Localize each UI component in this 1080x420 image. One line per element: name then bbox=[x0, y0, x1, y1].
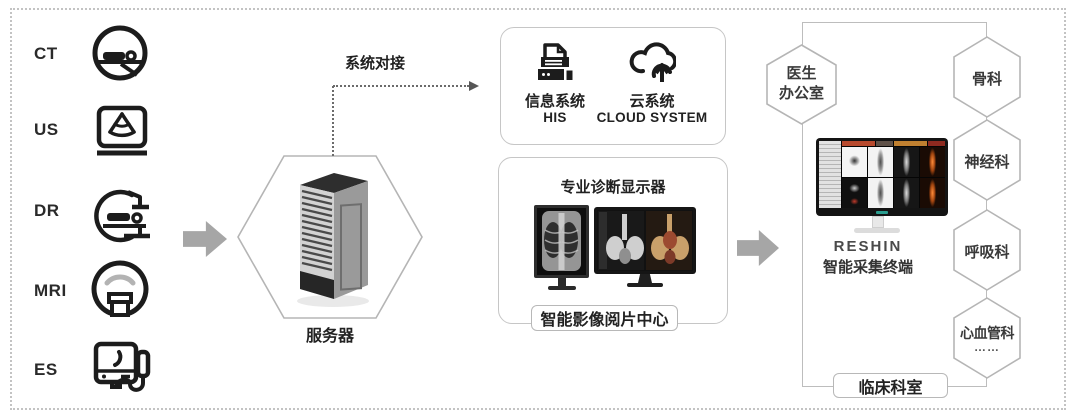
diagnostic-monitor-image bbox=[594, 207, 696, 274]
server-label: 服务器 bbox=[305, 328, 354, 345]
server-rack-image bbox=[297, 173, 369, 307]
display-box-footer-tag: 智能影像阅片中心 bbox=[531, 305, 678, 331]
dept-hexagon-respiratory bbox=[953, 209, 1021, 291]
xray-monitor-stand bbox=[558, 278, 566, 286]
modality-label-mri: MRI bbox=[34, 281, 67, 300]
dept-hexagon-cardiology bbox=[953, 297, 1021, 379]
dept-label-cardiology: 心血管科 bbox=[960, 325, 1015, 341]
reshin-monitor-stand bbox=[872, 216, 884, 228]
dept-more-dots: …… bbox=[974, 340, 1000, 354]
connector-arrowhead-icon bbox=[469, 80, 479, 91]
clinical-footer-tag: 临床科室 bbox=[833, 373, 948, 398]
mri-scanner-icon bbox=[91, 260, 149, 317]
modality-label-us: US bbox=[34, 120, 59, 139]
modality-label-ct: CT bbox=[34, 44, 58, 63]
xray-monitor-image bbox=[534, 205, 589, 278]
dept-label-respiratory: 呼吸科 bbox=[964, 244, 1010, 261]
reshin-screen-thumbnails bbox=[842, 147, 945, 208]
dept-label-neurology: 神经科 bbox=[964, 154, 1010, 171]
xray-monitor-base bbox=[548, 286, 576, 290]
reshin-terminal-label: 智能采集终端 bbox=[822, 259, 913, 276]
ultrasound-icon bbox=[96, 105, 148, 156]
reshin-screen bbox=[819, 141, 945, 208]
outer-dashed-frame bbox=[10, 8, 1066, 410]
reshin-screen-sidebar bbox=[819, 141, 841, 208]
systems-box bbox=[500, 27, 726, 145]
dept-hexagon-neurology bbox=[953, 119, 1021, 201]
his-printer-icon bbox=[538, 43, 573, 80]
cloud-name: 云系统 bbox=[629, 93, 675, 110]
modality-label-dr: DR bbox=[34, 201, 60, 220]
his-sub: HIS bbox=[543, 110, 567, 125]
display-box-title: 专业诊断显示器 bbox=[560, 179, 666, 196]
dept-label-orthopedics: 骨科 bbox=[971, 71, 1002, 88]
dr-carm-icon bbox=[94, 189, 150, 243]
doctor-office-hexagon bbox=[766, 44, 837, 125]
cloud-sub: CLOUD SYSTEM bbox=[596, 110, 708, 125]
connector-vertical-line bbox=[332, 86, 334, 156]
modality-label-es: ES bbox=[34, 360, 58, 379]
reshin-monitor-base bbox=[854, 228, 900, 233]
ct-scanner-icon bbox=[92, 25, 148, 81]
reshin-terminal-monitor bbox=[816, 138, 948, 216]
endoscopy-icon bbox=[93, 341, 151, 392]
doctor-office-line2: 办公室 bbox=[778, 85, 824, 102]
reshin-screen-header bbox=[842, 141, 945, 146]
his-name: 信息系统 bbox=[524, 93, 585, 110]
connector-label: 系统对接 bbox=[344, 55, 405, 72]
diagnostic-monitor-base bbox=[627, 283, 663, 287]
reshin-brand: RESHIN bbox=[833, 238, 903, 255]
cloud-upload-icon bbox=[629, 42, 676, 82]
doctor-office-line1: 医生 bbox=[786, 65, 817, 82]
connector-horizontal-line bbox=[333, 85, 469, 87]
dept-hexagon-orthopedics bbox=[953, 36, 1021, 118]
diagnostic-monitor-stand bbox=[638, 274, 652, 283]
monitor-brand-logo-icon bbox=[876, 211, 888, 214]
